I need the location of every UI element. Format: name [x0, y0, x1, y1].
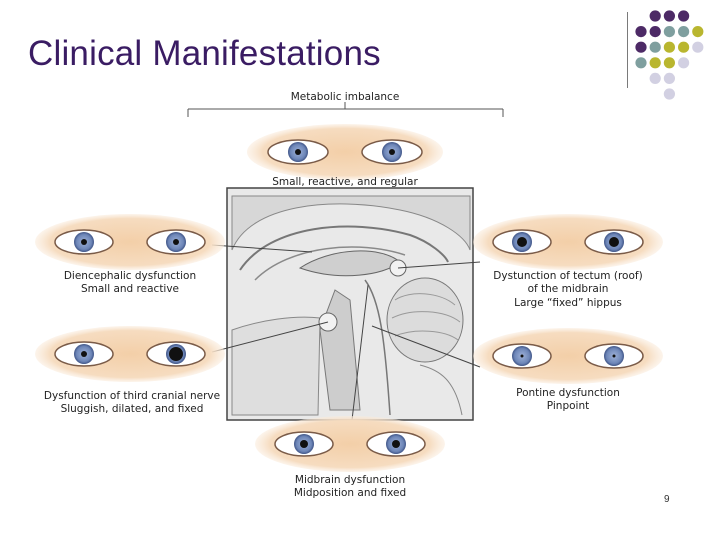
label-metabolic-imbalance: Metabolic imbalance [291, 91, 400, 103]
eyes-left-low [35, 326, 225, 382]
eyes-bottom [255, 416, 445, 472]
eyes-left-mid [35, 214, 225, 270]
brain-section-illustration [226, 187, 474, 421]
label-right-mid-2: of the midbrain [528, 283, 609, 295]
eyes-top [247, 124, 443, 180]
label-bottom-1: Midbrain dysfunction [295, 474, 405, 486]
label-bottom-2: Midposition and fixed [294, 487, 406, 499]
eyes-right-low [473, 328, 663, 384]
label-right-mid-3: Large “fixed” hippus [514, 297, 622, 309]
top-bracket [187, 102, 504, 117]
label-left-mid-2: Small and reactive [81, 283, 179, 295]
eyes-right-mid [473, 214, 663, 270]
label-left-low-2: Sluggish, dilated, and fixed [61, 403, 204, 415]
label-left-mid-1: Diencephalic dysfunction [64, 270, 196, 282]
pointer-lines [211, 244, 481, 421]
label-right-low-2: Pinpoint [547, 400, 589, 412]
title-divider [627, 12, 628, 88]
label-top-1: Small, reactive, and regular [272, 176, 418, 188]
label-left-low-1: Dysfunction of third cranial nerve [44, 390, 220, 402]
slide-title: Clinical Manifestations [28, 34, 381, 73]
label-right-low-1: Pontine dysfunction [516, 387, 620, 399]
label-right-mid-1: Dystunction of tectum (roof) [493, 270, 642, 282]
page-number: 9 [664, 494, 670, 505]
